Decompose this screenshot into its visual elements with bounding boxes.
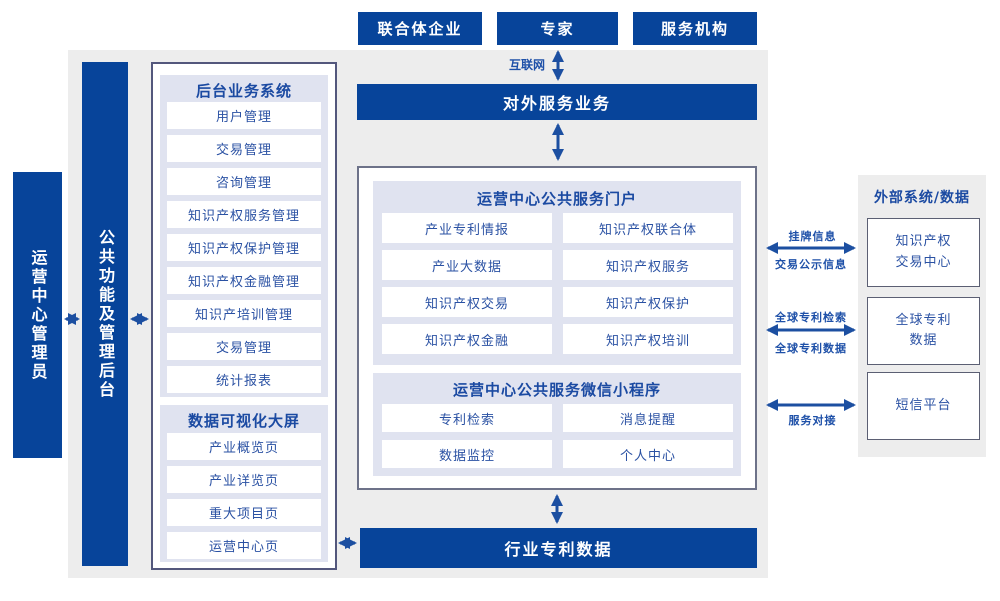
public-function-management-bar: 公共功能及管理后台 (82, 62, 128, 566)
data-screen-item: 产业概览页 (167, 433, 321, 460)
external-box-line: 全球专利 (895, 312, 952, 328)
external-systems-title: 外部系统/数据 (873, 190, 971, 206)
left-systems-container: 后台业务系统 用户管理 交易管理 咨询管理 知识产权服务管理 知识产权保护管理 … (151, 62, 337, 570)
actor-box-expert: 专家 (497, 12, 618, 45)
portal-item: 知识产权交易 (382, 287, 552, 317)
portal-item: 产业大数据 (382, 250, 552, 280)
backend-system-title: 后台业务系统 (195, 82, 292, 100)
data-screen-item: 运营中心页 (167, 532, 321, 559)
portal-title: 运营中心公共服务门户 (476, 190, 637, 208)
public-function-management-label: 公共功能及管理后台 (96, 228, 115, 400)
actor-service-org-label: 服务机构 (660, 20, 729, 38)
portal-item: 知识产权金融 (382, 324, 552, 354)
external-box-line: 短信平台 (895, 397, 952, 413)
portal-item: 知识产权服务 (563, 250, 733, 280)
data-screen-item: 重大项目页 (167, 499, 321, 526)
link-label-global-patent-search: 全球专利检索 (775, 311, 847, 324)
operation-center-admin-box: 运营中心管理员 (13, 172, 62, 458)
external-service-bar-label: 对外服务业务 (502, 94, 611, 113)
miniapp-item: 个人中心 (563, 440, 733, 468)
backend-item: 知识产权金融管理 (167, 267, 321, 294)
backend-system-panel: 后台业务系统 用户管理 交易管理 咨询管理 知识产权服务管理 知识产权保护管理 … (160, 75, 328, 397)
actor-box-service-org: 服务机构 (633, 12, 757, 45)
miniapp-title: 运营中心公共服务微信小程序 (452, 381, 661, 399)
external-box-line: 数据 (909, 333, 938, 348)
actor-expert-label: 专家 (540, 20, 575, 38)
miniapp-item: 专利检索 (382, 404, 552, 432)
backend-item: 知识产权服务管理 (167, 201, 321, 228)
portal-item: 知识产权联合体 (563, 213, 733, 243)
link-label-service-docking: 服务对接 (788, 414, 837, 427)
portal-item: 知识产权培训 (563, 324, 733, 354)
external-box-sms-platform: 短信平台 (867, 372, 980, 440)
portal-panel: 运营中心公共服务门户 产业专利情报 知识产权联合体 产业大数据 知识产权服务 知… (373, 181, 741, 365)
portal-item: 知识产权保护 (563, 287, 733, 317)
portal-item: 产业专利情报 (382, 213, 552, 243)
backend-item: 知识产培训管理 (167, 300, 321, 327)
miniapp-item: 数据监控 (382, 440, 552, 468)
backend-item: 用户管理 (167, 102, 321, 129)
backend-item: 交易管理 (167, 135, 321, 162)
miniapp-item: 消息提醒 (563, 404, 733, 432)
industry-patent-data-label: 行业专利数据 (504, 540, 613, 559)
actor-consortium-label: 联合体企业 (377, 20, 463, 38)
backend-item: 统计报表 (167, 366, 321, 393)
external-box-line: 交易中心 (895, 254, 952, 270)
center-services-container: 运营中心公共服务门户 产业专利情报 知识产权联合体 产业大数据 知识产权服务 知… (357, 166, 757, 490)
external-service-bar: 对外服务业务 (357, 84, 757, 120)
industry-patent-data-bar: 行业专利数据 (360, 528, 757, 568)
actor-box-consortium: 联合体企业 (358, 12, 482, 45)
external-box-line: 知识产权 (895, 234, 952, 250)
link-label-trade-publicity-info: 交易公示信息 (775, 258, 847, 271)
internet-label: 互联网 (508, 58, 545, 72)
link-label-global-patent-data: 全球专利数据 (775, 342, 847, 355)
external-box-ip-trade-center: 知识产权 交易中心 (867, 218, 980, 287)
external-box-global-patent-data: 全球专利 数据 (867, 297, 980, 365)
data-screen-item: 产业详览页 (167, 466, 321, 493)
backend-item: 知识产权保护管理 (167, 234, 321, 261)
data-screen-title: 数据可视化大屏 (187, 412, 300, 430)
miniapp-panel: 运营中心公共服务微信小程序 专利检索 消息提醒 数据监控 个人中心 (373, 373, 741, 476)
backend-item: 交易管理 (167, 333, 321, 360)
backend-item: 咨询管理 (167, 168, 321, 195)
operation-center-admin-label: 运营中心管理员 (28, 248, 48, 382)
data-screen-panel: 数据可视化大屏 产业概览页 产业详览页 重大项目页 运营中心页 (160, 405, 328, 562)
link-label-listing-info: 挂牌信息 (788, 230, 837, 243)
